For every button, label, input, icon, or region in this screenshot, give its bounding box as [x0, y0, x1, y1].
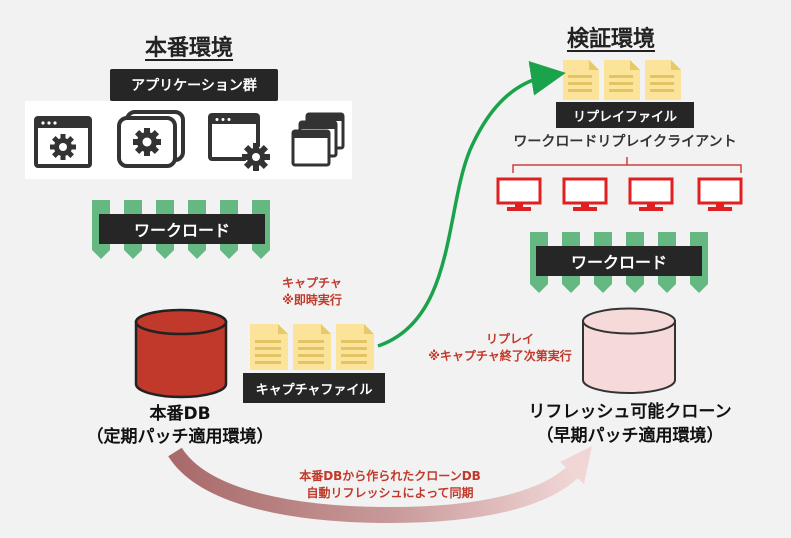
- capture-file-label: キャプチャファイル: [243, 373, 385, 403]
- production-db-icon: [134, 308, 228, 399]
- capture-note-line2: ※即時実行: [282, 293, 342, 307]
- stacked-windows-icon: [291, 112, 345, 167]
- client-bracket: [512, 157, 742, 173]
- client-monitor-icon: [697, 177, 743, 211]
- clone-db-name: リフレッシュ可能クローン: [528, 402, 732, 422]
- client-monitor-icon: [562, 177, 608, 211]
- window-with-gear-icon: [208, 113, 270, 171]
- client-monitor-icon: [628, 177, 674, 211]
- verification-title: 検証環境: [567, 27, 656, 52]
- replay-client-label: ワークロードリプレイクライアント: [513, 134, 737, 150]
- verification-workload-label: ワークロード: [536, 246, 702, 276]
- sync-note-line2: 自動リフレッシュによって同期: [306, 486, 474, 500]
- replay-note-line2: ※キャプチャ終了次第実行: [428, 349, 572, 363]
- replay-file-label: リプレイファイル: [556, 102, 694, 128]
- capture-note-line1: キャプチャ: [282, 276, 342, 290]
- client-monitor-icon: [496, 177, 542, 211]
- app-group-label: アプリケーション群: [110, 69, 278, 101]
- gear-box-icon: [117, 110, 185, 168]
- production-db-name: 本番DB: [149, 404, 211, 424]
- window-gear-icon: [34, 116, 92, 168]
- production-workload-label: ワークロード: [99, 214, 265, 244]
- replay-files-icon: [563, 60, 681, 100]
- replay-note-line1: リプレイ: [485, 332, 534, 346]
- production-title: 本番環境: [145, 36, 234, 61]
- sync-note-line1: 本番DBから作られたクローンDB: [299, 469, 481, 483]
- capture-files-icon: [250, 324, 374, 370]
- clone-db-icon: [582, 307, 676, 394]
- production-db-subtitle: （定期パッチ適用環境）: [86, 427, 274, 447]
- clone-db-subtitle: （早期パッチ適用環境）: [536, 426, 724, 446]
